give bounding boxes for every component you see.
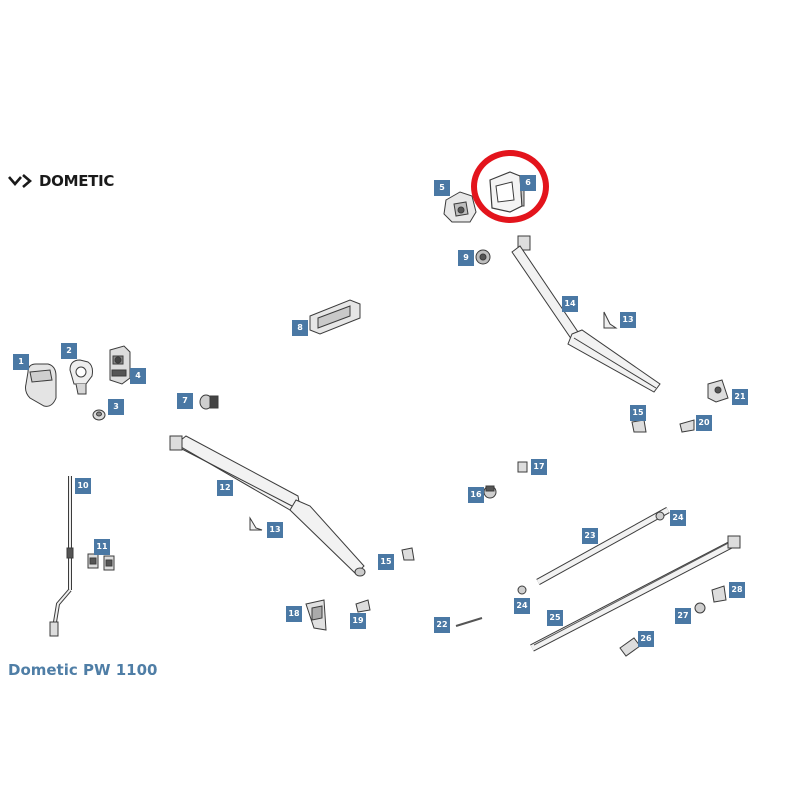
part-24-nut-upper bbox=[655, 511, 665, 521]
part-label-4[interactable]: 4 bbox=[130, 368, 146, 384]
part-4-gear-housing bbox=[109, 345, 131, 385]
part-label-7[interactable]: 7 bbox=[177, 393, 193, 409]
part-label-27[interactable]: 27 bbox=[675, 608, 691, 624]
part-23-tube bbox=[536, 506, 670, 586]
part-label-2[interactable]: 2 bbox=[61, 343, 77, 359]
part-label-24-lower[interactable]: 24 bbox=[514, 598, 530, 614]
brand-name: DOMETIC bbox=[39, 172, 115, 190]
part-20-connector bbox=[679, 419, 695, 433]
part-label-14[interactable]: 14 bbox=[562, 296, 578, 312]
part-15-bracket-upper bbox=[631, 419, 647, 433]
part-28-clip bbox=[711, 585, 727, 603]
part-label-20[interactable]: 20 bbox=[696, 415, 712, 431]
part-label-21[interactable]: 21 bbox=[732, 389, 748, 405]
part-label-23[interactable]: 23 bbox=[582, 528, 598, 544]
part-12-lower-arm bbox=[169, 435, 366, 577]
part-15-bracket-lower bbox=[401, 547, 415, 561]
part-label-15-upper[interactable]: 15 bbox=[630, 405, 646, 421]
part-label-5[interactable]: 5 bbox=[434, 180, 450, 196]
part-7-knob bbox=[199, 394, 219, 410]
part-label-12[interactable]: 12 bbox=[217, 480, 233, 496]
part-label-19[interactable]: 19 bbox=[350, 613, 366, 629]
part-26-end-piece bbox=[619, 637, 641, 657]
part-25-roller-bar bbox=[530, 535, 741, 652]
brand-logo: DOMETIC bbox=[8, 172, 114, 190]
dometic-chevrons-icon bbox=[8, 174, 32, 188]
part-21-wall-bracket bbox=[707, 379, 729, 403]
part-22-strip bbox=[455, 617, 483, 627]
part-label-10[interactable]: 10 bbox=[75, 478, 91, 494]
part-label-3[interactable]: 3 bbox=[108, 399, 124, 415]
part-3-nut bbox=[92, 409, 106, 421]
part-label-18[interactable]: 18 bbox=[286, 606, 302, 622]
part-label-22[interactable]: 22 bbox=[434, 617, 450, 633]
part-1-end-cap bbox=[25, 363, 57, 407]
part-13-hook-lower bbox=[249, 516, 263, 531]
part-2-ring-bracket bbox=[69, 359, 93, 395]
part-label-6[interactable]: 6 bbox=[520, 175, 536, 191]
part-17-clip bbox=[517, 461, 528, 473]
part-9-gear bbox=[475, 249, 491, 265]
part-13-hook-upper bbox=[603, 311, 618, 329]
part-label-17[interactable]: 17 bbox=[531, 459, 547, 475]
part-label-16[interactable]: 16 bbox=[468, 487, 484, 503]
part-label-8[interactable]: 8 bbox=[292, 320, 308, 336]
part-8-profile-block bbox=[309, 299, 361, 335]
part-18-angle-bracket bbox=[305, 599, 327, 631]
part-27-cap bbox=[694, 602, 706, 614]
part-11-clamps bbox=[87, 553, 115, 571]
part-5-mount-bracket bbox=[443, 191, 477, 223]
part-label-15-lower[interactable]: 15 bbox=[378, 554, 394, 570]
product-title: Dometic PW 1100 bbox=[8, 661, 158, 679]
part-label-13-lower[interactable]: 13 bbox=[267, 522, 283, 538]
part-14-upper-arm bbox=[511, 235, 661, 393]
part-label-25[interactable]: 25 bbox=[547, 610, 563, 626]
part-10-crank-handle bbox=[49, 476, 74, 637]
part-19-clip bbox=[355, 599, 371, 613]
part-label-11[interactable]: 11 bbox=[94, 539, 110, 555]
part-16-cap bbox=[483, 485, 497, 499]
part-label-1[interactable]: 1 bbox=[13, 354, 29, 370]
part-label-9[interactable]: 9 bbox=[458, 250, 474, 266]
part-label-24-upper[interactable]: 24 bbox=[670, 510, 686, 526]
part-24-nut-lower bbox=[517, 585, 527, 595]
part-6-bracket-cover bbox=[489, 171, 525, 213]
part-label-13-upper[interactable]: 13 bbox=[620, 312, 636, 328]
part-label-28[interactable]: 28 bbox=[729, 582, 745, 598]
part-label-26[interactable]: 26 bbox=[638, 631, 654, 647]
